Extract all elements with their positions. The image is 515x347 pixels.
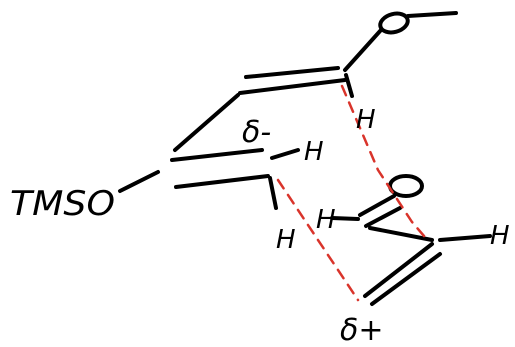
forming-bonds — [276, 84, 426, 302]
diene-double-bond-lower — [170, 148, 270, 189]
h-label-far-right: H — [490, 221, 510, 251]
dienophile-h-bond — [438, 234, 492, 242]
delta-minus-label: δ- — [242, 115, 271, 150]
h-label-top: H — [356, 105, 376, 135]
h-label-lower: H — [276, 225, 296, 255]
h-bond-top — [344, 73, 354, 98]
h-bond-right — [270, 148, 300, 160]
dashed-bond-left — [276, 178, 360, 302]
aldehyde-oxygen — [388, 174, 424, 198]
dashed-bond-right — [340, 84, 426, 238]
dienophile-double-bond — [363, 242, 442, 306]
oxygen-ring — [378, 11, 410, 35]
tmso-bond — [118, 170, 160, 193]
diene-single-bond — [173, 93, 240, 152]
delta-plus-label: δ+ — [340, 313, 384, 347]
h-bond-down — [268, 176, 278, 210]
h-label-right: H — [304, 137, 324, 167]
methyl-bond — [406, 11, 458, 18]
dienophile-bond — [368, 226, 434, 242]
diene-double-bond-top — [238, 66, 347, 95]
o-to-carbon-bond — [343, 28, 383, 72]
aldehyde-group — [330, 174, 424, 228]
tmso-label: TMSO — [10, 184, 115, 224]
aldehyde-h-bond — [330, 216, 360, 221]
h-label-aldehyde: H — [316, 205, 336, 235]
methoxy-group — [343, 11, 458, 72]
